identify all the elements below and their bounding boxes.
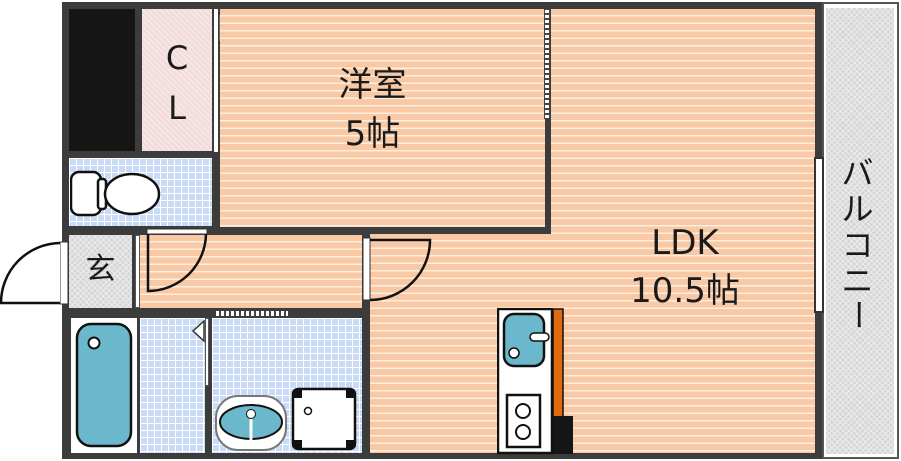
closet-door[interactable] (214, 9, 218, 152)
door-swing-icon (192, 320, 205, 343)
kitchen-counter (497, 308, 573, 455)
balcony-char: コ (841, 226, 874, 264)
washing-machine-icon (291, 387, 357, 451)
ldk-room (551, 9, 815, 235)
balcony (826, 8, 894, 454)
balcony-char: バ (841, 154, 874, 192)
washbasin-icon (215, 395, 287, 451)
western-room-size: 5帖 (344, 114, 401, 154)
ldk-door-icon[interactable] (362, 237, 434, 303)
bathtub-icon (75, 322, 133, 448)
toilet-icon (70, 170, 161, 217)
bath-tiles (140, 318, 205, 453)
western-room (220, 9, 545, 227)
hallway (140, 235, 362, 308)
sliding-door[interactable] (544, 9, 550, 119)
bath-door[interactable] (205, 318, 209, 386)
western-room-name: 洋室 (338, 65, 407, 105)
bath-wall (205, 386, 212, 454)
balcony-label: バ ル コ ニ ー (835, 155, 880, 338)
entrance-area (69, 235, 132, 308)
ldk-size: 10.5帖 (630, 271, 740, 311)
balcony-char: ニ (841, 262, 874, 300)
closet (142, 9, 212, 151)
ldk-name: LDK (651, 223, 719, 263)
hall-door-icon[interactable] (146, 228, 210, 298)
storage-block (69, 9, 135, 151)
ldk-room-lower (370, 234, 815, 453)
entrance-door-icon[interactable] (0, 240, 70, 306)
balcony-char: ル (841, 190, 874, 228)
closet-label-c: C (165, 39, 189, 77)
balcony-window[interactable] (814, 157, 824, 313)
closet-label-l: L (168, 89, 186, 127)
washroom-curtain[interactable] (216, 311, 288, 316)
balcony-char: ー (838, 299, 877, 331)
hallway-frame (135, 235, 140, 308)
entrance-label: 玄 (85, 252, 116, 287)
